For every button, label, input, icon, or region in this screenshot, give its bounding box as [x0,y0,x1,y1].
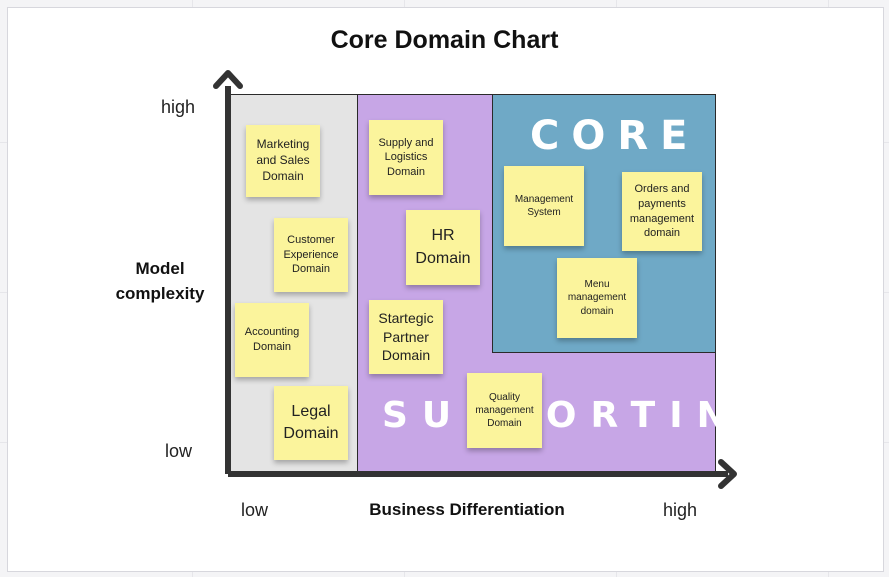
sticky-note-legal[interactable]: Legal Domain [274,386,348,460]
sticky-note-hr[interactable]: HR Domain [406,210,480,285]
core-label: CORE [530,113,700,159]
x-axis-title: Business Differentiation [369,500,565,519]
supporting-label: SUPPORTING [382,395,785,436]
y-axis-arrowhead [213,70,243,89]
sticky-note-accounting[interactable]: Accounting Domain [235,303,309,377]
y-axis-high-label: high [161,97,196,117]
sticky-note-menu-management[interactable]: Menu management domain [557,258,637,338]
sticky-note-management-system[interactable]: Management System [504,166,584,246]
sticky-note-supply-logistics[interactable]: Supply and Logistics Domain [369,120,443,195]
sticky-note-quality-management[interactable]: Quality management Domain [467,373,542,448]
x-axis-arrowhead [718,459,737,489]
chart-title: Core Domain Chart [330,26,559,54]
x-axis-low-label: low [241,500,269,520]
sticky-note-marketing[interactable]: Marketing and Sales Domain [246,125,320,197]
y-axis-title: Model complexity [115,259,205,303]
y-axis-low-label: low [165,441,193,461]
sticky-note-orders-payments[interactable]: Orders and payments management domain [622,172,702,251]
x-axis-high-label: high [663,500,698,520]
sticky-note-customer-experience[interactable]: Customer Experience Domain [274,218,348,292]
sticky-note-strategic-partner[interactable]: Startegic Partner Domain [369,300,443,374]
